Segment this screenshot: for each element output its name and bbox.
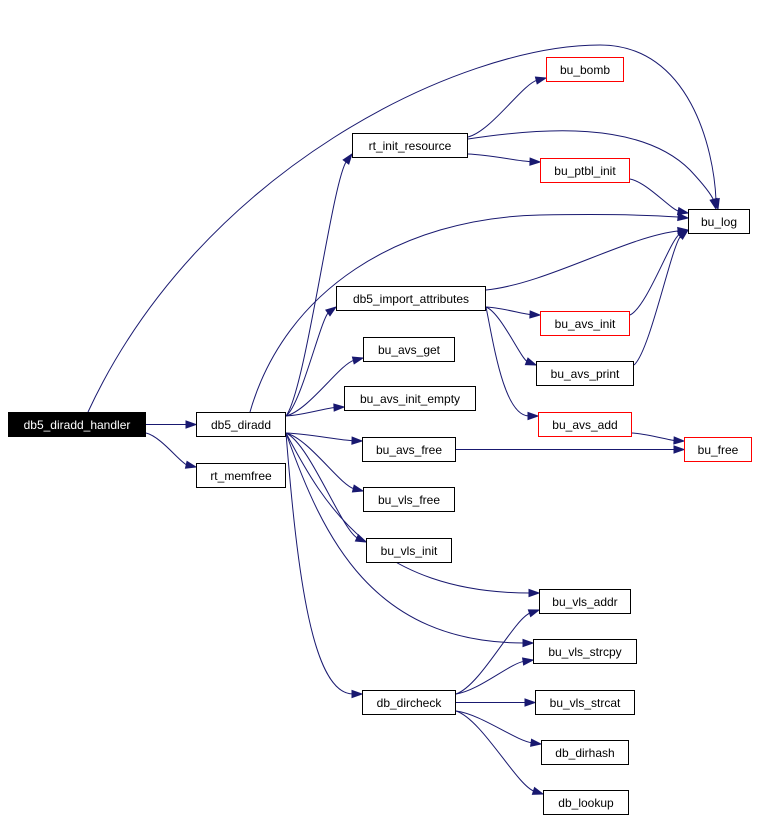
node-bu-ptbl-init[interactable]: bu_ptbl_init	[540, 158, 630, 183]
node-bu-avs-print[interactable]: bu_avs_print	[536, 361, 634, 386]
node-bu-vls-addr[interactable]: bu_vls_addr	[539, 589, 631, 614]
edge-db-dircheck-to-bu-vls-strcat	[456, 698, 537, 707]
node-bu-avs-init-empty[interactable]: bu_avs_init_empty	[344, 386, 476, 411]
node-bu-log[interactable]: bu_log	[688, 209, 750, 234]
edge-bu-avs-add-to-bu-free	[631, 432, 686, 445]
edge-db5-import-attributes-to-bu-log	[485, 226, 690, 291]
edge-db5-diradd-to-bu-avs-get	[285, 356, 365, 417]
edge-bu-avs-print-to-bu-log	[633, 229, 690, 366]
edge-db-dircheck-to-db-lookup	[455, 710, 545, 795]
node-rt-memfree[interactable]: rt_memfree	[196, 463, 286, 488]
edge-db5-import-attributes-to-bu-avs-init	[485, 306, 542, 319]
node-db5-import-attributes[interactable]: db5_import_attributes	[336, 286, 486, 311]
edge-db5-diradd-to-db-dircheck	[285, 432, 364, 699]
edge-db5-diradd-to-bu-vls-init	[285, 432, 368, 543]
edge-bu-ptbl-init-to-bu-log	[629, 178, 690, 216]
edge-db5-diradd-to-db5-import-attributes	[285, 306, 338, 417]
node-bu-free[interactable]: bu_free	[684, 437, 752, 462]
node-db-dircheck[interactable]: db_dircheck	[362, 690, 456, 715]
node-bu-avs-get[interactable]: bu_avs_get	[363, 337, 455, 362]
edge-db5-diradd-to-bu-vls-addr	[285, 432, 541, 598]
node-bu-vls-free[interactable]: bu_vls_free	[363, 487, 455, 512]
edge-db5-import-attributes-to-bu-avs-add	[485, 306, 540, 421]
edge-db5-diradd-to-bu-avs-init-empty	[285, 403, 346, 417]
edge-db5-diradd-handler-to-rt-memfree	[145, 432, 198, 469]
node-bu-avs-free[interactable]: bu_avs_free	[362, 437, 456, 462]
node-db-lookup[interactable]: db_lookup	[543, 790, 629, 815]
node-bu-vls-strcpy[interactable]: bu_vls_strcpy	[533, 639, 637, 664]
node-rt-init-resource[interactable]: rt_init_resource	[352, 133, 468, 158]
edge-rt-init-resource-to-bu-log	[467, 130, 718, 211]
edge-db5-diradd-handler-to-db5-diradd	[145, 420, 198, 429]
edge-db5-diradd-to-bu-vls-strcpy	[285, 432, 535, 648]
node-bu-bomb[interactable]: bu_bomb	[546, 57, 624, 82]
edge-db5-diradd-to-bu-log	[249, 212, 690, 413]
node-bu-avs-init[interactable]: bu_avs_init	[540, 311, 630, 336]
node-bu-avs-add[interactable]: bu_avs_add	[538, 412, 632, 437]
edge-rt-init-resource-to-bu-ptbl-init	[467, 153, 542, 166]
edge-bu-avs-free-to-bu-free	[456, 445, 686, 454]
node-bu-vls-strcat[interactable]: bu_vls_strcat	[535, 690, 635, 715]
edge-db-dircheck-to-bu-vls-strcpy	[455, 657, 535, 695]
node-db5-diradd-handler: db5_diradd_handler	[8, 412, 146, 437]
edge-db-dircheck-to-bu-vls-addr	[455, 609, 541, 695]
edge-rt-init-resource-to-bu-bomb	[467, 76, 548, 138]
edge-db5-import-attributes-to-bu-avs-print	[485, 306, 538, 366]
node-bu-vls-init[interactable]: bu_vls_init	[366, 538, 452, 563]
node-db5-diradd[interactable]: db5_diradd	[196, 412, 286, 437]
edge-db-dircheck-to-db-dirhash	[455, 710, 543, 747]
node-db-dirhash[interactable]: db_dirhash	[541, 740, 629, 765]
edge-db5-diradd-to-bu-vls-free	[285, 432, 365, 493]
edge-db5-diradd-to-bu-avs-free	[285, 432, 364, 445]
edge-db5-diradd-to-rt-init-resource	[285, 152, 353, 417]
